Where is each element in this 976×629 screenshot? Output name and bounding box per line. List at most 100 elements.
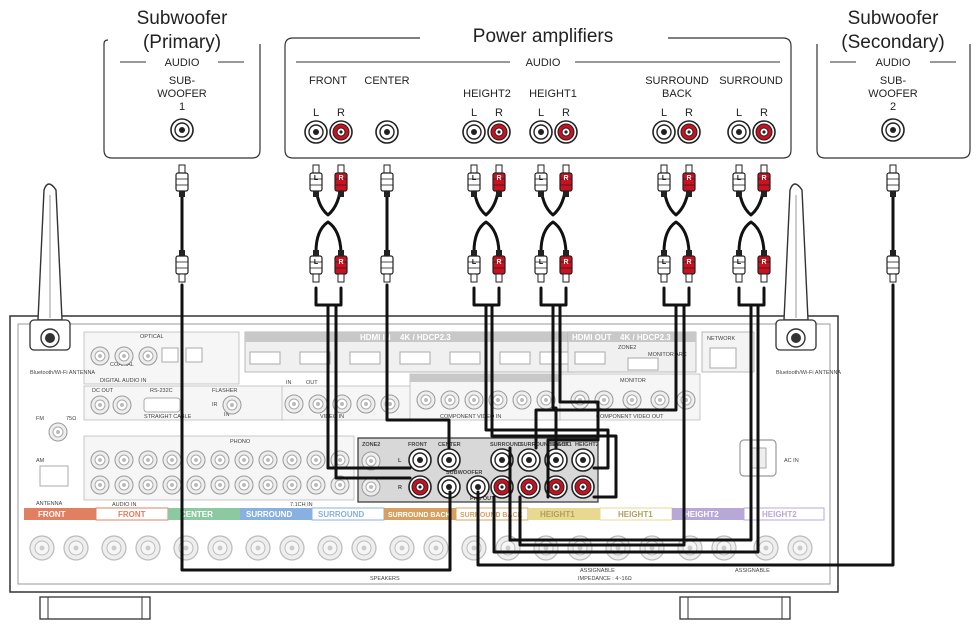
pre-height2-l-jack — [571, 448, 595, 472]
plug-r-mark: R — [761, 175, 766, 182]
amp-height2-l-jack — [462, 120, 486, 144]
fm-label: FM — [36, 416, 44, 422]
in-label: IN — [224, 412, 230, 418]
sub2-port-line3: 2 — [890, 101, 896, 113]
amp-height1-l: L — [538, 107, 544, 119]
flasher-label: FLASHER — [212, 388, 237, 394]
phono-label: PHONO — [230, 439, 251, 445]
monitor-arc-label: MONITOR ARC — [648, 352, 687, 358]
pre-center-jack — [437, 448, 461, 472]
amp-surround-label: SURROUND — [719, 75, 783, 87]
plug-l-mark: L — [314, 259, 319, 266]
zone2-hdmi-label: ZONE2 — [618, 345, 636, 351]
amp-front-label: FRONT — [309, 75, 347, 87]
amp-audio-label: AUDIO — [526, 57, 561, 69]
in-out-label: IN — [286, 380, 292, 386]
band-center: CENTER — [180, 510, 213, 519]
plug-l-mark: L — [472, 175, 477, 182]
antenna-right-label: Bluetooth/Wi-Fi ANTENNA — [776, 370, 841, 376]
plug-r-mark: R — [496, 175, 501, 182]
digital-audio-in-label: DIGITAL AUDIO IN — [100, 378, 146, 384]
subwoofer-primary-box: Subwoofer (Primary) AUDIO SUB- WOOFER 1 — [103, 8, 261, 159]
impedance-label: IMPEDANCE : 4~16Ω — [578, 576, 632, 582]
amp-height1-r: R — [562, 107, 570, 119]
amp-sur-l-jack — [727, 120, 751, 144]
pre-front-l-jack — [408, 448, 432, 472]
band-surround-l: SURROUND — [318, 510, 364, 519]
receiver-foot-left — [39, 596, 151, 620]
amp-title: Power amplifiers — [473, 26, 613, 47]
ac-in-label: AC IN — [784, 458, 799, 464]
band-height1-l: HEIGHT1 — [618, 510, 653, 519]
amp-front-l: L — [313, 107, 319, 119]
hdmi-in-label: HDMI IN — [360, 333, 391, 342]
sub1-port-line2: WOOFER — [157, 88, 207, 100]
cables — [180, 178, 895, 572]
out-label: OUT — [306, 380, 318, 386]
plug-r-mark: R — [686, 175, 691, 182]
pre-height1-label: HEIGHT1 — [548, 442, 572, 448]
dc-out-label: DC OUT — [92, 388, 114, 394]
pre-front-label: FRONT — [408, 442, 428, 448]
plug-l-mark: L — [314, 175, 319, 182]
amp-center-jack — [375, 120, 399, 144]
band-surround-r: SURROUND — [246, 510, 292, 519]
sub2-title-line2: (Secondary) — [841, 32, 945, 53]
band-front-l: FRONT — [118, 510, 146, 519]
speakers-label: SPEAKERS — [370, 576, 400, 582]
sub2-input-jack — [881, 118, 905, 142]
plug-l-mark: L — [662, 175, 667, 182]
sub2-port-line1: SUB- — [880, 75, 907, 87]
video-in-label: VIDEO IN — [320, 414, 344, 420]
plug-r-mark: R — [563, 259, 568, 266]
amp-sur-r: R — [760, 107, 768, 119]
antenna-left: Bluetooth/Wi-Fi ANTENNA — [29, 183, 95, 376]
network-label: NETWORK — [707, 336, 735, 342]
pre-height2-label: HEIGHT2 — [575, 442, 599, 448]
plug-l-mark: L — [662, 259, 667, 266]
plug-r-mark: R — [338, 259, 343, 266]
amp-height2-r: R — [495, 107, 503, 119]
plug-r-mark: R — [338, 175, 343, 182]
straight-cable-label: STRAIGHT CABLE — [144, 414, 192, 420]
sub2-port-line2: WOOFER — [868, 88, 918, 100]
plug-r-mark: R — [496, 259, 501, 266]
av-receiver-rear-panel: HDMI IN 4K / HDCP2.3 HDMI OUT 4K / HDCP2… — [9, 315, 839, 620]
amp-front-r-jack — [329, 120, 353, 144]
sub1-port-line1: SUB- — [169, 75, 196, 87]
amp-height2-r-jack — [487, 120, 511, 144]
am-label: AM — [36, 458, 45, 464]
power-amplifier-box: Power amplifiers AUDIO FRONT CENTER HEIG… — [284, 26, 792, 159]
amp-sur-r-jack — [752, 120, 776, 144]
rs232c-label: RS-232C — [150, 388, 173, 394]
amp-front-l-jack — [304, 120, 328, 144]
plug-r-mark: R — [563, 175, 568, 182]
plug-r-mark: R — [686, 259, 691, 266]
amp-sb-l-jack — [652, 120, 676, 144]
hdmi-out-sub: 4K / HDCP2.3 — [620, 333, 671, 342]
band-height2-r: HEIGHT2 — [684, 510, 719, 519]
pre-sb-l-jack — [517, 448, 541, 472]
sub1-title-line2: (Primary) — [143, 32, 221, 53]
hdmi-out-label: HDMI OUT — [572, 333, 612, 342]
antenna-right: Bluetooth/Wi-Fi ANTENNA — [775, 183, 841, 376]
band-front-r: FRONT — [38, 510, 66, 519]
antenna-left-label: Bluetooth/Wi-Fi ANTENNA — [30, 370, 95, 376]
band-sb-r: SURROUND BACK — [388, 512, 451, 519]
sub2-audio-label: AUDIO — [876, 57, 911, 69]
amp-sb-l: L — [661, 107, 667, 119]
pre-out-label: PRE OUT — [470, 496, 495, 502]
plug-l-mark: L — [737, 259, 742, 266]
subwoofer-secondary-box: Subwoofer (Secondary) AUDIO SUB- WOOFER … — [816, 8, 971, 159]
optical-label: OPTICAL — [140, 334, 164, 340]
amp-height2-l: L — [471, 107, 477, 119]
monitor-label: MONITOR — [620, 378, 646, 384]
sub1-port-line3: 1 — [179, 101, 185, 113]
amp-center-label: CENTER — [364, 75, 409, 87]
amp-sb-r: R — [685, 107, 693, 119]
plug-l-mark: L — [737, 175, 742, 182]
pre-r-label: R — [398, 485, 402, 491]
amp-surround-back-label2: BACK — [662, 88, 693, 100]
component-video-out-label: COMPONENT VIDEO OUT — [596, 414, 664, 420]
